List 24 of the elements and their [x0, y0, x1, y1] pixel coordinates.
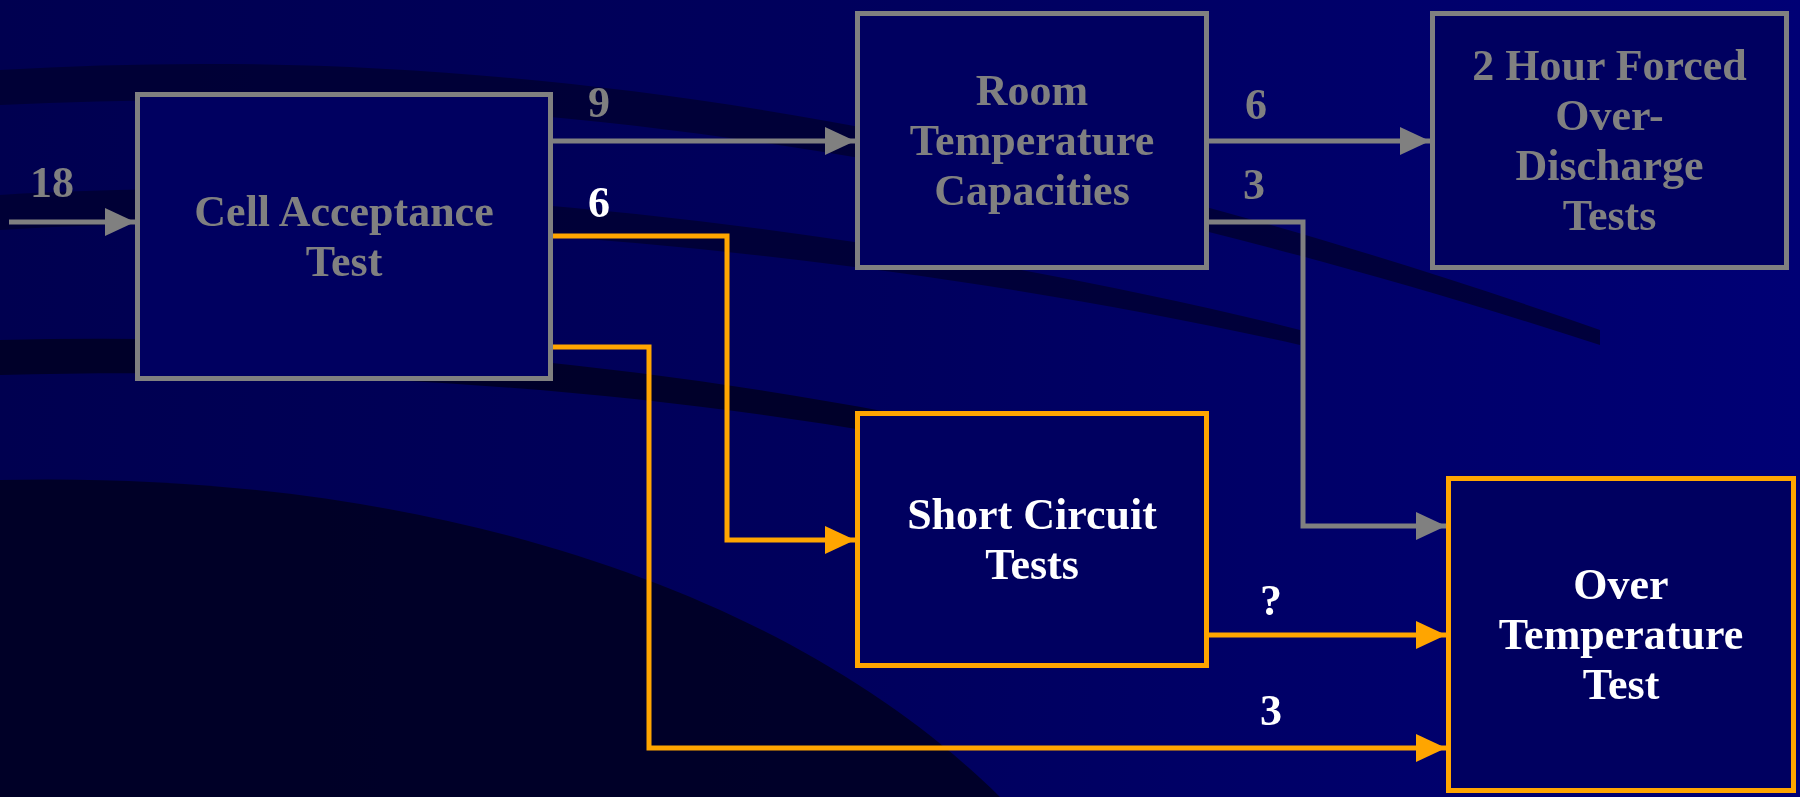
edge-label: 6 — [1245, 82, 1267, 128]
node-label: Cell Acceptance Test — [193, 186, 495, 287]
arrow — [1209, 621, 1446, 649]
node-label: Short Circuit Tests — [906, 489, 1158, 590]
edge-label: 3 — [1243, 162, 1265, 208]
node-label: 2 Hour Forced Over-Discharge Tests — [1471, 40, 1748, 241]
edge-label: ? — [1260, 578, 1282, 624]
edge-label: 3 — [1260, 688, 1282, 734]
process-box — [855, 11, 1209, 270]
arrow — [9, 208, 135, 236]
process-box — [135, 92, 553, 381]
process-box — [1430, 11, 1789, 270]
arrow — [553, 233, 855, 554]
edge-label: 18 — [30, 160, 74, 206]
arrow — [553, 344, 1446, 762]
node-label: Room Temperature Capacities — [908, 65, 1156, 216]
process-box — [1446, 476, 1796, 793]
edge-label: 6 — [588, 180, 610, 226]
arrow — [1209, 127, 1430, 155]
arrow — [553, 127, 855, 155]
arrow — [1209, 219, 1446, 540]
node-label: Over Temperature Test — [1497, 559, 1745, 710]
edge-label: 9 — [588, 80, 610, 126]
process-box — [855, 411, 1209, 668]
